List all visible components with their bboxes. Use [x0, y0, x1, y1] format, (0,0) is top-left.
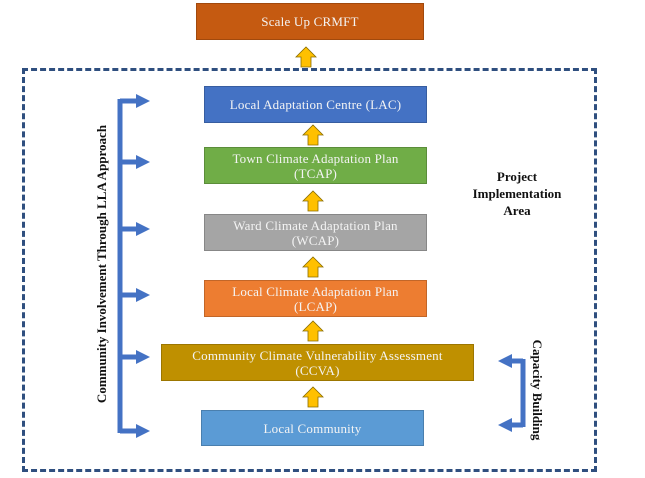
local-community-label: Local Community [263, 420, 362, 436]
wcap-label: Ward Climate Adaptation Plan (WCAP) [233, 217, 398, 248]
ccva-label: Community Climate Vulnerability Assessme… [192, 347, 443, 378]
scale-up-crmft-label: Scale Up CRMFT [261, 14, 359, 29]
scale-up-crmft-box: Scale Up CRMFT [196, 3, 424, 40]
up-arrow-icon [302, 320, 324, 342]
tcap-box: Town Climate Adaptation Plan (TCAP) [204, 147, 427, 184]
lac-box: Local Adaptation Centre (LAC) [204, 86, 427, 123]
right-arrow-icon [136, 424, 150, 438]
right-arrow-icon [136, 222, 150, 236]
lac-label: Local Adaptation Centre (LAC) [229, 97, 402, 112]
wcap-box: Ward Climate Adaptation Plan (WCAP) [204, 214, 427, 251]
project-implementation-area-frame [22, 68, 597, 472]
left-arrow-icon [498, 354, 512, 368]
right-arrow-icon [136, 94, 150, 108]
project-implementation-area-label: Project Implementation Area [472, 169, 562, 218]
right-arrow-icon [136, 155, 150, 169]
ccva-box: Community Climate Vulnerability Assessme… [161, 344, 474, 381]
up-arrow-icon [295, 46, 317, 68]
left-arrow-icon [498, 418, 512, 432]
up-arrow-icon [302, 190, 324, 212]
lcap-box: Local Climate Adaptation Plan (LCAP) [204, 280, 427, 317]
local-community-box: Local Community [201, 410, 424, 446]
up-arrow-icon [302, 124, 324, 146]
up-arrow-icon [302, 256, 324, 278]
right-arrow-icon [136, 288, 150, 302]
right-arrow-icon [136, 350, 150, 364]
up-arrow-icon [302, 386, 324, 408]
tcap-label: Town Climate Adaptation Plan (TCAP) [232, 150, 399, 181]
lcap-label: Local Climate Adaptation Plan (LCAP) [232, 283, 399, 314]
